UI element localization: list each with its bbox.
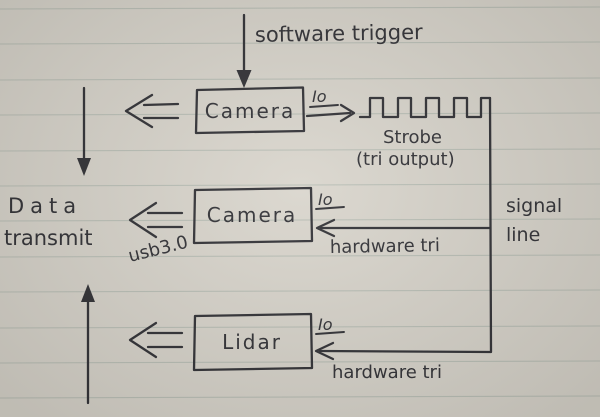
camera1-io-underline [309,104,339,108]
usb-label: usb3.0 [126,232,190,267]
rule-line [0,6,600,10]
arrow-chevron [128,201,158,239]
arrow-line [142,102,180,107]
rule-line [0,112,600,116]
lidar-label: Lidar [222,330,282,354]
rule-line [0,218,600,222]
camera2-trigger-arrowhead [315,218,336,238]
camera1-io-label: Io [312,87,327,106]
lidar-box [192,312,314,372]
software-trigger-label: software trigger [255,20,424,47]
camera1-output-arrow [124,93,180,129]
hardware-tri-camera2-label: hardware tri [330,235,440,258]
arrow-chevron [124,93,154,129]
hardware-tri-lidar-label: hardware tri [332,362,442,383]
rule-line [0,183,600,187]
rule-line [0,254,600,258]
camera2-label: Camera [207,203,298,227]
camera1-io-arrow [305,111,352,118]
data-flow-down-arrowhead [77,158,91,176]
lidar-io-label: Io [318,315,333,334]
camera2-box [192,186,314,245]
lidar-io-underline [315,331,345,335]
rule-line [0,41,600,45]
rule-line [0,148,600,152]
signal-line-label-2: line [506,224,540,246]
strobe-label: Strobe [383,127,442,148]
strobe-waveform [358,96,492,119]
camera1-io-arrowhead [339,103,356,123]
rule-line [0,289,600,293]
arrow-chevron [128,321,158,359]
data-transmit-label-2: transmit [4,226,93,250]
lidar-output-arrow [128,321,184,359]
camera2-io-label: Io [318,190,333,209]
software-trigger-arrowhead [236,70,252,88]
camera2-output-arrow [128,201,184,239]
rule-line [0,77,600,81]
lidar-trigger-arrowhead [314,341,335,361]
camera2-io-underline [315,206,345,210]
rule-line [0,395,600,399]
strobe-sub-label: (tri output) [356,149,455,170]
ruled-lines [0,6,600,399]
data-flow-up-arrowhead [81,284,95,302]
data-transmit-label-1: Data [8,194,82,218]
signal-line-label-1: signal [506,195,562,217]
camera1-box [194,86,306,135]
rule-line [0,360,600,364]
signal-line [318,96,493,354]
rule-line [0,325,600,329]
camera1-label: Camera [205,99,296,123]
